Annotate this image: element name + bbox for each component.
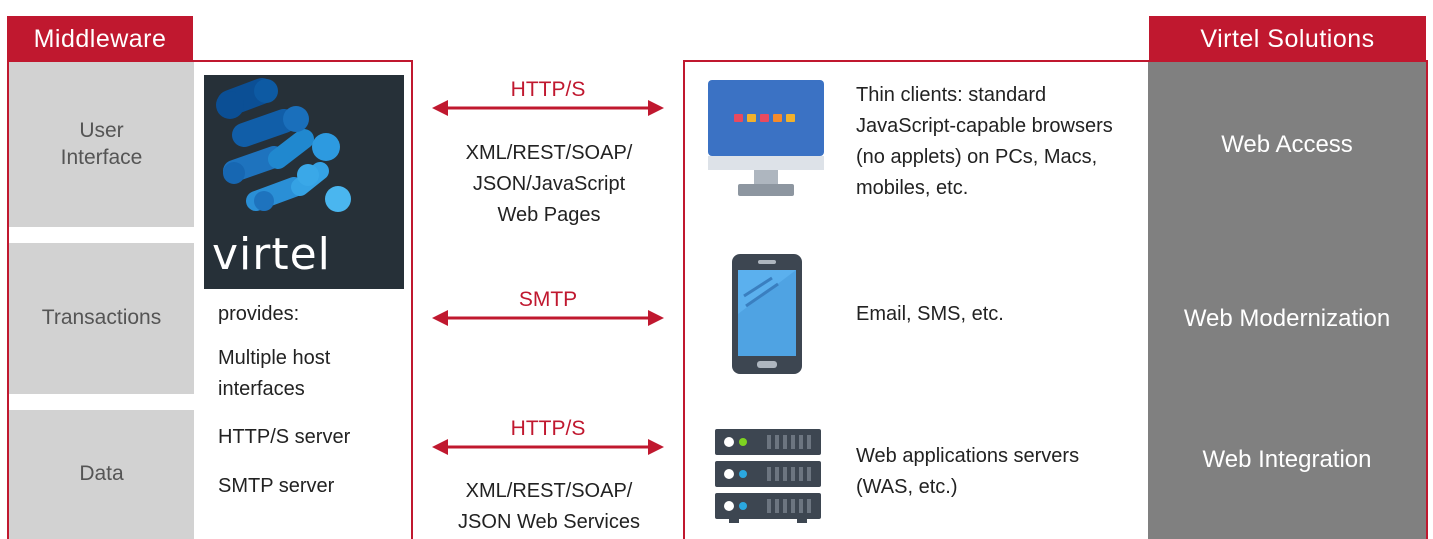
layer-data: Data (9, 410, 194, 539)
solution-web-access: Web Access (1148, 62, 1426, 227)
virtel-logo-mark (216, 78, 351, 212)
double-arrow-icon (432, 310, 664, 326)
connection-3-line1: XML/REST/SOAP/ (465, 480, 633, 502)
desktop-monitor-icon (708, 80, 824, 196)
smartphone-icon (732, 254, 802, 374)
virtel-solutions-header: Virtel Solutions (1149, 16, 1426, 62)
solution-web-modernization-label: Web Modernization (1183, 304, 1391, 332)
layer-data-label: Data (79, 462, 124, 486)
connection-1-line2: JSON/JavaScript (472, 173, 626, 195)
double-arrow-icon (432, 439, 664, 455)
middleware-frame (7, 60, 413, 539)
middleware-item-smtp-server: SMTP server (218, 475, 335, 497)
client-mobile-description: Email, SMS, etc. (856, 303, 1004, 325)
solution-web-integration-label: Web Integration (1202, 445, 1372, 473)
solution-web-modernization: Web Modernization (1148, 227, 1426, 410)
connection-1-line1: XML/REST/SOAP/ (465, 142, 633, 164)
connection-3-line2: JSON Web Services (458, 511, 640, 533)
middleware-item-host-interfaces: Multiple host interfaces (218, 347, 331, 400)
layer-user-interface-label: User Interface (60, 119, 143, 169)
middleware-header: Middleware (7, 16, 193, 62)
server-rack-icon (715, 429, 821, 523)
layer-transactions-label: Transactions (41, 306, 162, 330)
client-servers-description: Web applications servers (WAS, etc.) (856, 445, 1080, 498)
virtel-logo: virtel (204, 75, 404, 289)
middleware-item-http-server: HTTP/S server (218, 426, 351, 448)
connection-1-line3: Web Pages (497, 204, 601, 226)
solution-web-integration: Web Integration (1148, 410, 1426, 539)
double-arrow-icon (432, 100, 664, 116)
middleware-header-label: Middleware (33, 24, 167, 53)
client-thin-description: Thin clients: standard JavaScript-capabl… (856, 84, 1113, 199)
layer-user-interface: User Interface (9, 62, 194, 227)
virtel-solutions-header-label: Virtel Solutions (1200, 24, 1375, 53)
middleware-provides: provides: (218, 303, 300, 325)
connection-3-protocol: HTTP/S (510, 417, 586, 440)
virtel-logo-word: virtel (212, 229, 331, 280)
connection-2-protocol: SMTP (518, 288, 578, 311)
clients-frame (683, 60, 1428, 539)
connection-1-protocol: HTTP/S (510, 78, 586, 101)
layer-transactions: Transactions (9, 243, 194, 394)
solution-web-access-label: Web Access (1221, 130, 1353, 158)
